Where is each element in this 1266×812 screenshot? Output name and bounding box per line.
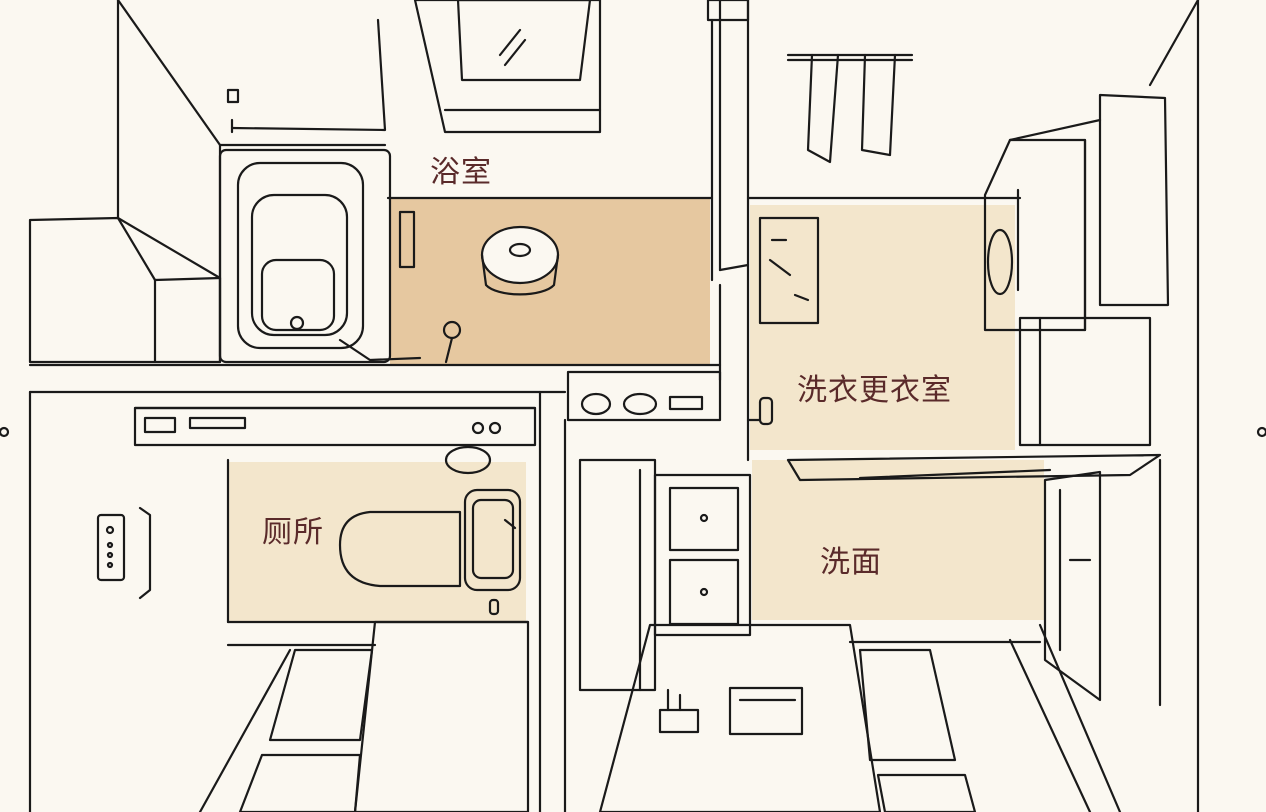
room-label-toilet: 厕所 [262, 515, 324, 550]
wall-notice [758, 216, 820, 325]
left-cabinet [28, 216, 222, 364]
towel-rack [786, 53, 914, 164]
laundry-floor [750, 205, 1015, 450]
bathtub [218, 148, 416, 364]
towel-rail-left [226, 18, 387, 134]
vanity-cabinet [578, 458, 752, 692]
floor-fills [228, 198, 1044, 622]
washroom-shelf [786, 453, 1162, 482]
bath-faucet [338, 320, 462, 364]
central-partition [706, 0, 774, 462]
dryer-cabinet [1018, 316, 1152, 447]
bathroom-floor [390, 198, 710, 366]
bath-stool [480, 225, 560, 296]
washroom-floor [752, 460, 1044, 620]
room-label-bathroom: 浴室 [430, 155, 492, 190]
skylight-window [413, 0, 602, 134]
room-label-washroom: 洗面 [820, 545, 882, 580]
washroom-door [1043, 458, 1162, 707]
lower-floor [198, 620, 1122, 812]
horizontal-divider [28, 363, 722, 812]
edge-markers [0, 426, 1266, 438]
washing-machine [983, 93, 1170, 332]
room-label-laundry-dressing: 洗衣更衣室 [797, 373, 952, 408]
toilet-control-panel [96, 506, 152, 600]
toilet-floor [228, 462, 526, 622]
